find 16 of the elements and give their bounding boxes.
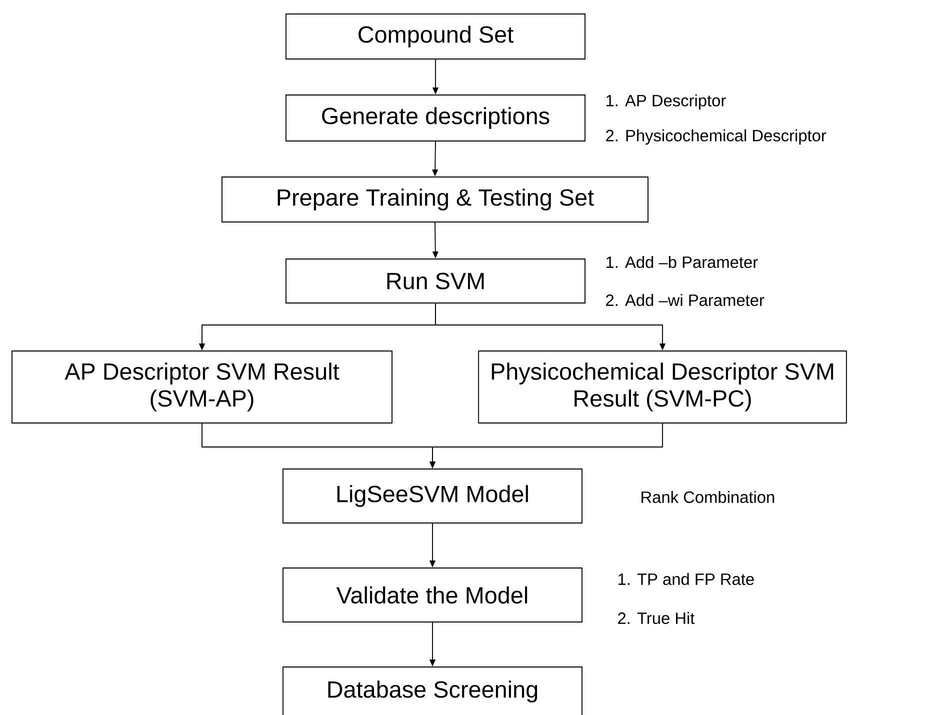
process-box: Physicochemical Descriptor SVM Result (SVM-PC)	[478, 350, 847, 424]
process-box: Generate descriptions	[286, 94, 586, 142]
process-box: Validate the Model	[282, 568, 582, 622]
step-note: 2. Physicochemical Descriptor	[606, 129, 826, 145]
step-note: 1. TP and FP Rate	[618, 572, 754, 586]
process-box: LigSeeSVM Model	[282, 468, 582, 524]
step-note: 2. Add –wi Parameter	[606, 294, 764, 306]
step-note: 1. AP Descriptor	[606, 94, 726, 110]
process-box: AP Descriptor SVM Result (SVM-AP)	[12, 350, 392, 424]
step-note: Rank Combination	[642, 490, 774, 504]
step-note: 2. True Hit	[618, 612, 695, 624]
process-box: Prepare Training & Testing Set	[222, 176, 648, 222]
step-note: 1. Add –b Parameter	[606, 256, 758, 268]
process-box: Run SVM	[286, 258, 586, 304]
process-box: Database Screening	[282, 666, 582, 715]
process-box: Compound Set	[286, 14, 586, 60]
